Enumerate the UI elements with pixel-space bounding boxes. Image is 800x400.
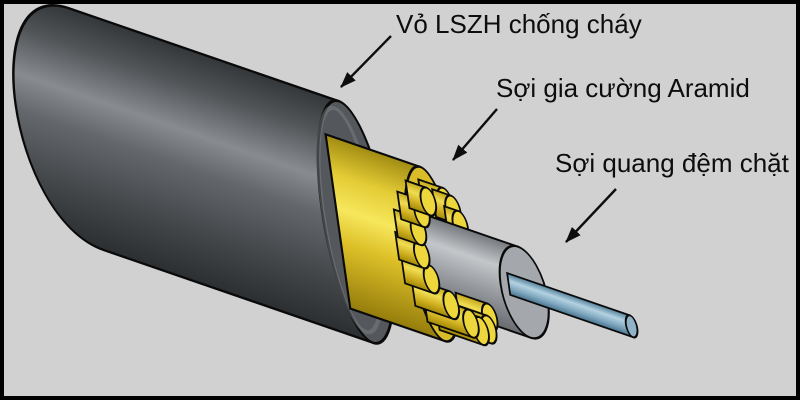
callout-arrows [340,35,617,243]
jacket-body [12,4,375,345]
label-jacket: Vỏ LSZH chống cháy [396,9,642,39]
label-aramid: Sợi gia cường Aramid [496,73,750,103]
aramid-strands-front [392,179,499,347]
arrow-jacket [340,35,392,88]
fiber-face [624,314,639,339]
aramid-strand [404,179,438,217]
cable-assembly [12,4,639,347]
label-buffered-fiber: Sợi quang đệm chặt [555,148,789,178]
arrow-buffered-fiber [565,188,617,243]
arrow-aramid [452,108,498,161]
